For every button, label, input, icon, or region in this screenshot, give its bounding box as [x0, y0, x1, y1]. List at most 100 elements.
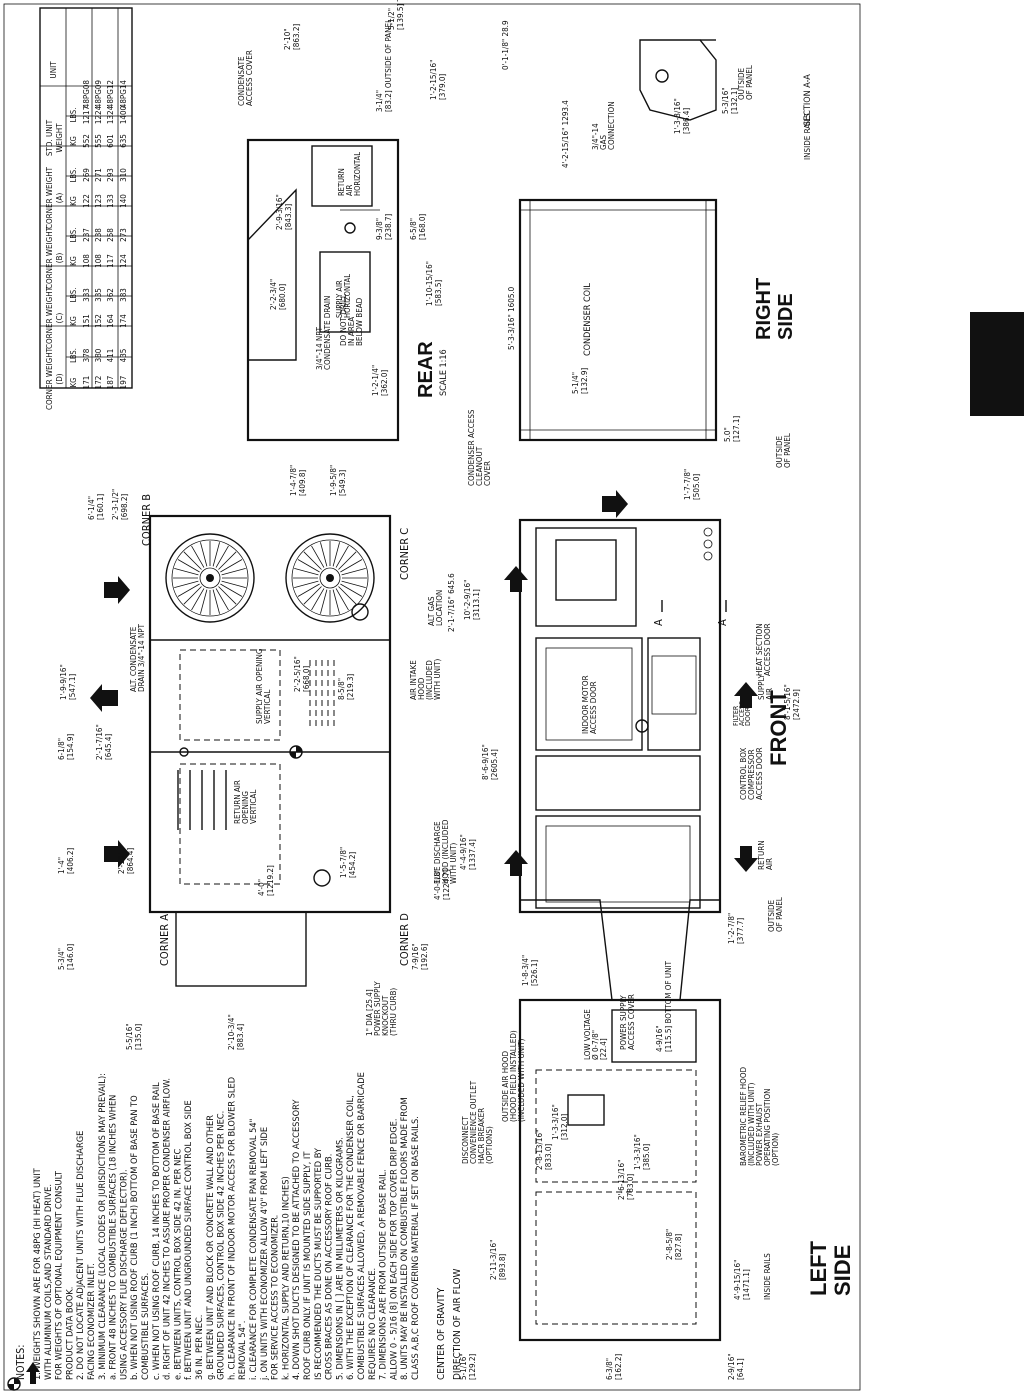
note-line: REMOVAL 54". [237, 1321, 248, 1380]
table-header: CORNER WEIGHT [45, 347, 54, 410]
dimension-label: 5-3/16" [721, 87, 730, 114]
dimension-label: 4'-2-15/16" 1293.4 [561, 100, 570, 168]
economizer-extension [175, 911, 307, 987]
supply-opening-label: SUPPLY AIR OPENING [255, 649, 264, 725]
knockout-label: KNOCKOUT [381, 995, 390, 1036]
dimension-label: 7-9/16" [411, 943, 420, 970]
note-line: GROUNDED SURFACES, CONTROL BOX SIDE 42 I… [216, 1111, 227, 1380]
flue-label: WITH UNIT) [449, 843, 458, 885]
table-subheader: LBS. [69, 228, 78, 243]
airflow-arrow-icon [104, 840, 130, 868]
table-header: (B) [55, 253, 64, 264]
table-header: CORNER WEIGHT [45, 286, 54, 349]
dimension-label: 1'-9-9/16" [59, 664, 68, 700]
right-side-title: SIDE [775, 293, 797, 340]
dimension-label: 2'-10-3/4" [227, 1014, 236, 1050]
knockout-label: 1" DIA [25.4] [365, 989, 374, 1036]
dimension-label: [168.0] [418, 214, 427, 240]
table-cell: 108 [82, 254, 91, 268]
left-side-title: LEFT [806, 1240, 831, 1296]
table-cell: 552 [82, 134, 91, 148]
table-subheader: KG [69, 256, 78, 266]
note-line: f. BETWEEN UNIT AND UNGROUNDED SURFACE C… [183, 1100, 194, 1380]
outside-air-hood-label: (HOOD FIELD INSTALLED) [509, 1030, 518, 1122]
dimension-label: [1224.7] [442, 869, 451, 900]
dimension-label: 1'-3-3/16" [673, 98, 682, 134]
dimension-label: [1219.2] [266, 865, 275, 896]
dimension-label: [129.2] [468, 1354, 477, 1380]
dimension-label: 1'-3-3/16" [633, 1134, 642, 1170]
note-line: WITH ALUMINUM COILS,AND STANDARD DRIVE. [43, 1184, 54, 1380]
heat-section-label: HEAT SECTION [755, 623, 764, 676]
indoor-motor-door [535, 637, 643, 751]
gas-connection-label: 3/4"-14 [591, 123, 600, 150]
dimension-label: 0'-1-1/8" 28.9 [501, 20, 510, 70]
filter-access-label: FILTER [732, 705, 740, 726]
note-line: CLASS A,B,C ROOF COVERING MATERIAL IF SE… [410, 1116, 421, 1380]
table-cell: 310 [119, 168, 128, 182]
dimension-label: [680.0] [278, 284, 287, 310]
return-horizontal-opening [311, 145, 373, 207]
dimension-label: 5-5/16" [125, 1023, 134, 1050]
outside-panel-label: OUTSIDE [737, 67, 746, 100]
dimension-label: [547.1] [68, 674, 77, 700]
disconnect-label: (OPTIONS) [485, 1126, 494, 1164]
dimension-label: [863.2] [292, 24, 301, 50]
dimension-label: 10'-2-9/16" [463, 580, 472, 620]
dimension-label: [505.0] [692, 474, 701, 500]
air-intake-label: WITH UNIT) [433, 659, 442, 701]
note-line: REQUIRES NO CLEARANCE. [367, 1268, 378, 1380]
dimension-label: [1337.4] [468, 839, 477, 870]
do-not-drill-label: BELOW BEAD [355, 297, 364, 346]
dimension-label: [409.8] [298, 470, 307, 496]
dimension-label: [2605.4] [490, 749, 499, 780]
airflow-arrow-icon [504, 850, 528, 876]
note-line: 6. WITH THE EXCEPTION OF CLEARANCE FOR T… [345, 1095, 356, 1380]
table-cell: 411 [106, 349, 115, 363]
outside-air-hood [247, 188, 297, 361]
center-of-gravity-icon [7, 1377, 21, 1391]
table-cell: 197 [119, 376, 128, 390]
sheet-border [3, 3, 861, 1391]
note-line: 36 IN. PER NEC. [194, 1315, 205, 1380]
note-line: a. FRONT 48 INCHES TO COMBUSTIBLE SURFAC… [108, 1095, 119, 1380]
air-intake-label: (INCLUDED [425, 660, 434, 700]
condenser-coil-label: CONDENSER COIL [583, 283, 593, 356]
outside-panel-label: OF PANEL [745, 65, 754, 100]
condensate-drain-icon [344, 222, 356, 234]
dimension-label: 9-3/8" [375, 218, 384, 240]
condensate-cover-label: ACCESS COVER [245, 50, 254, 106]
dimension-label: [3113.1] [472, 589, 481, 620]
airflow-arrow-icon [602, 490, 628, 518]
inside-rails-label: INSIDE RAILS [803, 113, 812, 160]
gas-connection-label: CONNECTION [607, 101, 616, 150]
dimension-label: [864.4] [126, 848, 135, 874]
supply-opening-outline [179, 649, 281, 741]
note-line: FACING ECONOMIZER INLET. [86, 1263, 97, 1380]
note-line: 3. MINIMUM CLEARANCE (LOCAL CODES OR JUR… [97, 1073, 108, 1380]
power-supply-cover [611, 1009, 697, 1063]
dimension-label: [645.4] [104, 734, 113, 760]
return-opening-label: VERTICAL [249, 790, 258, 824]
low-voltage-label: LOW VOLTAGE [583, 1009, 592, 1060]
control-box-label: COMPRESSOR [747, 749, 756, 800]
dimension-label: [219.3] [346, 674, 355, 700]
table-header: CORNER WEIGHT [45, 226, 54, 289]
return-air-label: RETURN [757, 840, 766, 870]
table-cell: 172 [94, 376, 103, 390]
supply-air-label: SUPPLY [757, 674, 766, 700]
dimension-label: 4'-0" [257, 879, 266, 896]
table-cell: 237 [82, 228, 91, 242]
rear-view [246, 138, 400, 442]
return-panel [535, 815, 701, 909]
table-cell: 378 [82, 348, 91, 362]
dimension-label: 2'-10" [117, 852, 126, 874]
control-box-door [535, 755, 701, 811]
low-voltage-label: Ø 0-7/8" [590, 1030, 600, 1060]
return-opening-label: RETURN AIR [233, 780, 242, 824]
table-cell: 293 [106, 168, 115, 182]
airflow-arrow-icon [90, 684, 118, 712]
flue-label: HOOD (INCLUDED [441, 819, 450, 884]
supply-horizontal-opening [319, 251, 371, 333]
